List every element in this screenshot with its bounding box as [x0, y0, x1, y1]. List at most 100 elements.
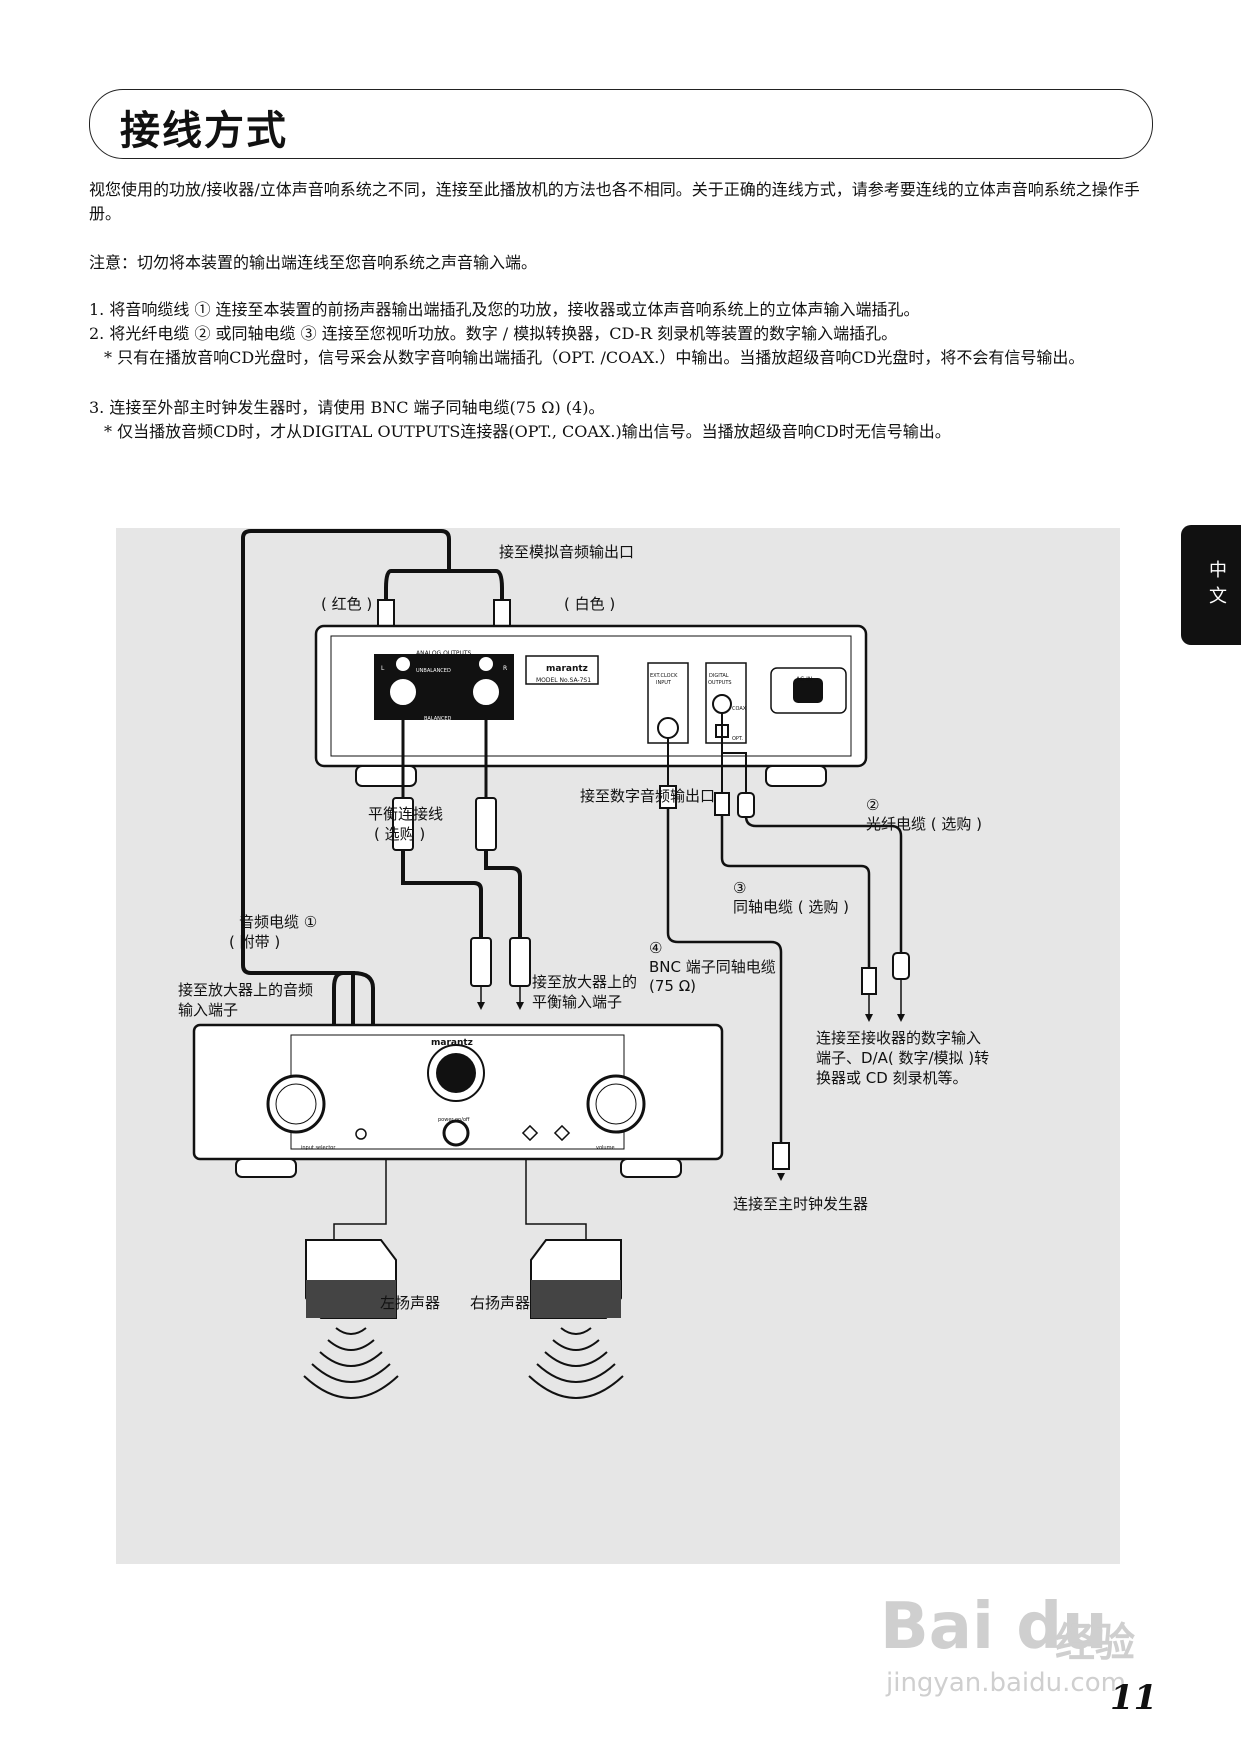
player-model: MODEL No.SA-7S1	[536, 677, 592, 684]
rca-jack-left	[396, 657, 410, 671]
audio-cable-white-lead	[449, 569, 504, 600]
amp-brand: marantz	[431, 1038, 473, 1048]
ext-clock-label: EXT.CLOCK	[650, 673, 678, 679]
label-red: ( 红色 )	[321, 595, 373, 613]
label-digital-in-2: 端子、D/A( 数字/模拟 )转	[816, 1049, 990, 1067]
amp-meter-inner	[436, 1053, 476, 1093]
opt-cable	[744, 815, 903, 953]
step-1: 1. 将音响缆线 ① 连接至本装置的前扬声器输出端插孔及您的功放，接收器或立体声…	[89, 300, 920, 319]
watermark-brand: Bai du	[880, 1590, 1108, 1664]
xlr-left	[388, 677, 418, 707]
step-2-note: * 只有在播放音响CD光盘时，信号采会从数字音响输出端插孔（OPT. /COAX…	[104, 348, 1085, 367]
balanced-label: BALANCED	[424, 716, 452, 722]
note-paragraph: 注意：切勿将本装置的输出端连线至您音响系统之声音输入端。	[89, 253, 538, 272]
analog-outputs-label: ANALOG OUTPUTS	[416, 650, 472, 657]
amp-button-a	[521, 1124, 539, 1142]
right-sound-waves	[528, 1327, 624, 1399]
label-white: ( 白色 )	[564, 595, 616, 613]
label-amp-input-1: 接至放大器上的音频	[178, 981, 314, 999]
power-button	[442, 1119, 470, 1147]
opt-cable-top	[721, 737, 747, 793]
label-master-clock: 连接至主时钟发生器	[733, 1195, 869, 1213]
watermark-url: jingyan.baidu.com	[886, 1668, 1126, 1698]
digital-outputs-block	[705, 662, 747, 744]
label-digital-in-3: 换器或 CD 刻录机等。	[816, 1069, 968, 1087]
title-box: 接线方式	[89, 89, 1153, 159]
amp-volume-label: volume	[596, 1145, 615, 1151]
opt-plug-bottom	[892, 952, 910, 980]
xlr-right	[471, 677, 501, 707]
amp-foot-left	[235, 1158, 297, 1178]
coax-plug-bottom	[861, 967, 877, 995]
label-digital-in-1: 连接至接收器的数字输入	[816, 1029, 982, 1047]
label-optical: 光纤电缆 ( 选购 )	[866, 815, 983, 833]
label-right-speaker: 右扬声器	[470, 1294, 531, 1312]
volume-knob-ring	[595, 1083, 637, 1125]
language-tab[interactable]: 中文	[1181, 525, 1241, 645]
input-selector-knob-ring	[275, 1083, 317, 1125]
label-coax-num: ③	[733, 879, 747, 897]
label-left-speaker: 左扬声器	[380, 1294, 441, 1312]
label-bnc: BNC 端子同轴电缆	[649, 958, 776, 976]
label-optical-num: ②	[866, 796, 880, 814]
coax-jack	[712, 694, 732, 714]
left-sound-waves	[303, 1327, 399, 1399]
audio-cable-path	[241, 529, 451, 1056]
right-speaker-front	[531, 1280, 621, 1318]
baidu-watermark: Bai du 经验 jingyan.baidu.com	[860, 1580, 1160, 1720]
label-amp-bal-1: 接至放大器上的	[532, 973, 638, 991]
opt-plug-top	[737, 792, 755, 818]
bnc-cable	[666, 808, 783, 1143]
label-bnc-ohm: (75 Ω)	[649, 977, 697, 995]
audio-cable-amp-leads	[332, 971, 375, 1028]
step-2: 2. 将光纤电缆 ② 或同轴电缆 ③ 连接至您视听功放。数字 / 模拟转换器，C…	[89, 324, 898, 343]
amp-power-label: power on/off	[438, 1117, 470, 1123]
balanced-cable-left	[401, 850, 483, 938]
bnc-jack	[657, 717, 679, 739]
ext-input-label: INPUT	[656, 680, 671, 686]
coax-plug-top	[714, 792, 730, 816]
rca-jack-right	[479, 657, 493, 671]
label-amp-bal-2: 平衡输入端子	[532, 993, 623, 1011]
step-3-note: * 仅当播放音频CD时，才从DIGITAL OUTPUTS连接器(OPT., C…	[104, 422, 951, 441]
unbalanced-label: UNBALANCED	[416, 668, 451, 674]
l-label: L	[381, 665, 385, 672]
outputs-label: OUTPUTS	[708, 680, 732, 686]
player-brand: marantz	[546, 664, 588, 674]
label-audio-cable-sub: ( 附带 )	[229, 933, 281, 951]
page-title: 接线方式	[120, 108, 288, 154]
label-digital-out: 接至数字音频输出口	[580, 787, 716, 805]
player-panel-inner	[330, 635, 852, 757]
balanced-cable-right	[484, 850, 522, 938]
label-audio-cable: 音频电缆 ①	[239, 913, 318, 931]
connection-diagram: marantz MODEL No.SA-7S1 ANALOG OUTPUTS U…	[116, 528, 1120, 1564]
label-balanced-opt: ( 选购 )	[374, 825, 426, 843]
diagram-drawing	[192, 529, 910, 1399]
page-number: 11	[1110, 1678, 1158, 1718]
label-balanced-cable: 平衡连接线	[368, 805, 444, 823]
xlr-plug-right	[475, 797, 497, 851]
amp-small-knob	[355, 1128, 367, 1140]
r-label: R	[503, 665, 508, 672]
amp-button-b	[553, 1124, 571, 1142]
watermark-cn: 经验	[1055, 1620, 1135, 1666]
language-tab-label: 中文	[1206, 560, 1227, 612]
speaker-wires	[333, 1159, 587, 1240]
xlr-plug-amp-right	[509, 937, 531, 987]
rca-plug-red	[377, 599, 395, 627]
amp-foot-right	[620, 1158, 682, 1178]
step-3: 3. 连接至外部主时钟发生器时，请使用 BNC 端子同轴电缆(75 Ω) (4)…	[89, 398, 605, 417]
left-speaker-front	[306, 1280, 396, 1318]
intro-paragraph: 视您使用的功放/接收器/立体声音响系统之不同，连接至此播放机的方法也各不相同。关…	[89, 180, 1140, 223]
xlr-plug-amp-left	[470, 937, 492, 987]
coax-cable	[720, 815, 871, 968]
coax-label: COAX	[732, 706, 747, 712]
opt-label: OPT.	[732, 736, 744, 742]
player-foot-left	[355, 765, 417, 787]
model-plate	[525, 655, 599, 685]
ac-in-label: AC IN	[796, 676, 813, 683]
player-foot-right	[765, 765, 827, 787]
label-bnc-num: ④	[649, 939, 663, 957]
rca-plug-white	[493, 599, 511, 627]
bnc-plug-bottom	[772, 1142, 790, 1170]
